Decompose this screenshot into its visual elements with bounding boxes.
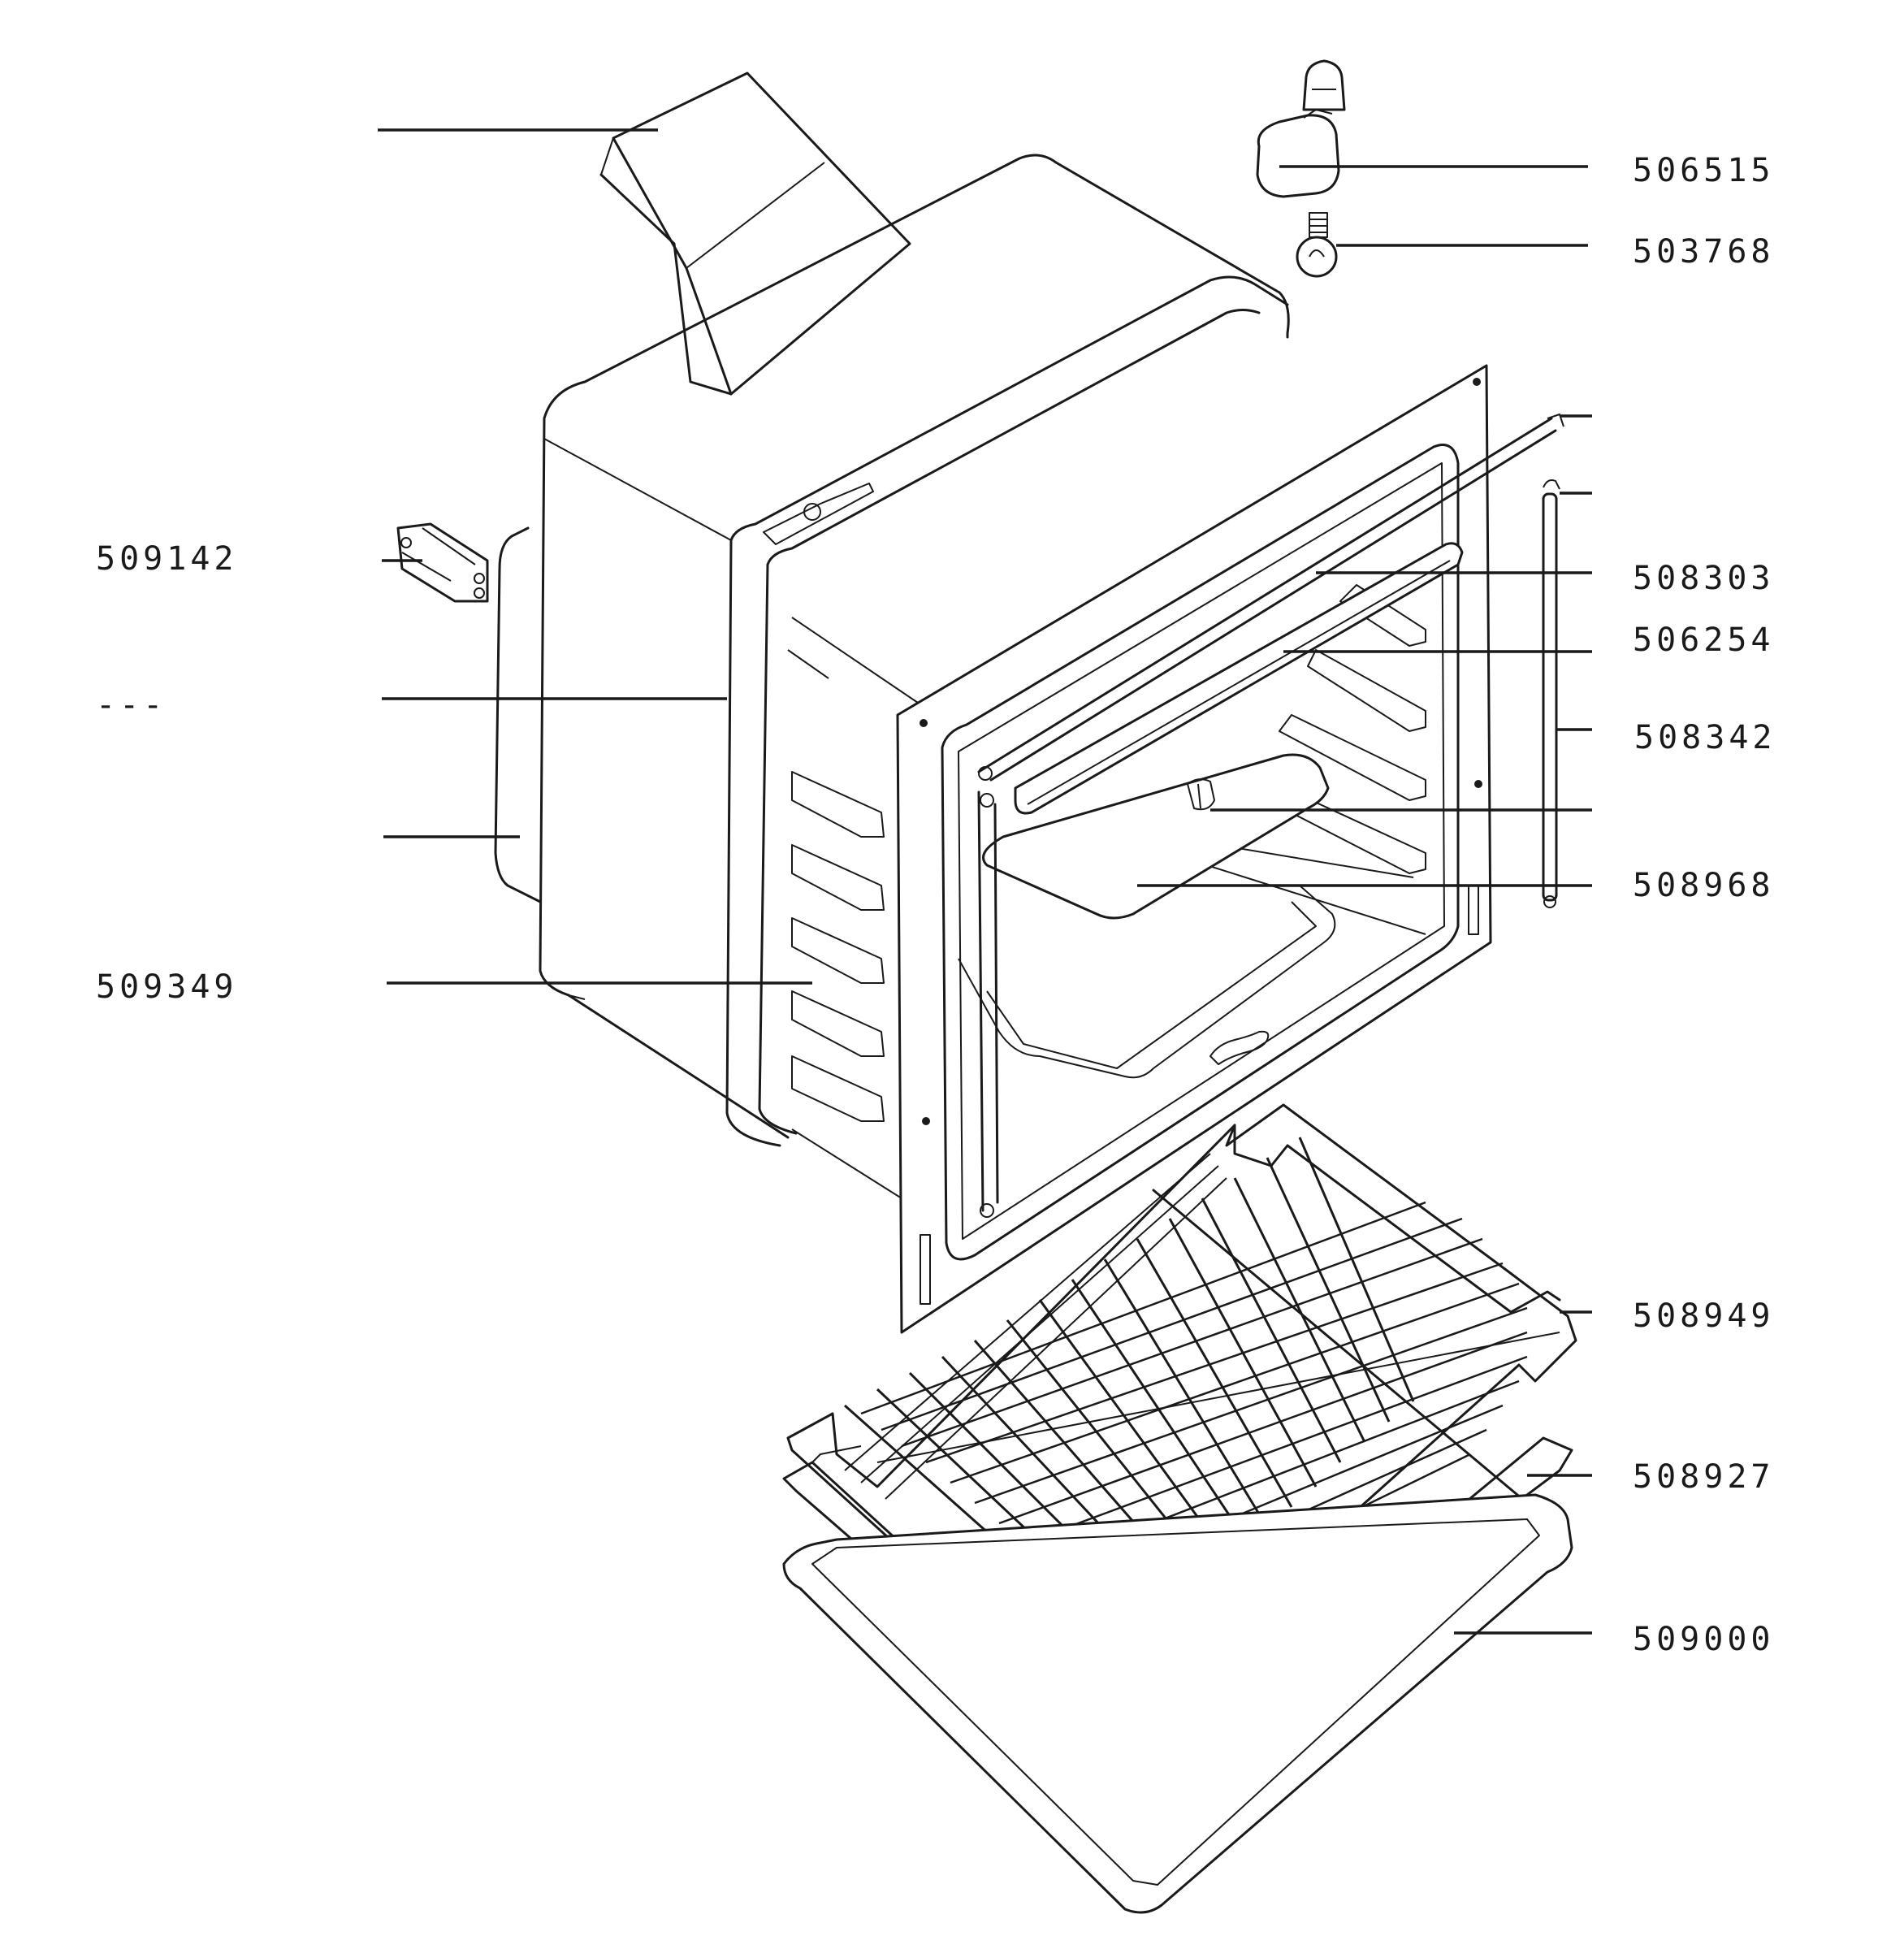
part-label-506254: 506254 bbox=[1633, 622, 1775, 659]
part-label-503768: 503768 bbox=[1633, 233, 1775, 271]
part-label-508968: 508968 bbox=[1633, 867, 1775, 904]
left-side-panel bbox=[494, 526, 542, 903]
part-label-509000: 509000 bbox=[1633, 1621, 1775, 1658]
part-label-508303: 508303 bbox=[1633, 560, 1775, 597]
side-shelf-runners bbox=[791, 771, 885, 1122]
drip-tray bbox=[782, 1493, 1573, 1914]
lamp-bulb bbox=[1296, 212, 1338, 278]
part-label-506515: 506515 bbox=[1633, 152, 1775, 189]
hinge-bracket bbox=[396, 522, 489, 603]
part-label-508949: 508949 bbox=[1633, 1297, 1775, 1335]
part-label-509349: 509349 bbox=[96, 968, 238, 1006]
side-heating-element bbox=[1542, 479, 1560, 908]
baffle-plate bbox=[982, 753, 1330, 920]
top-heating-element bbox=[977, 414, 1564, 782]
part-label-508927: 508927 bbox=[1633, 1458, 1775, 1496]
oven-cavity-body bbox=[539, 154, 1290, 1199]
part-label-508342: 508342 bbox=[1634, 719, 1776, 756]
part-label-dash: --- bbox=[96, 686, 167, 724]
grill-shield bbox=[1014, 542, 1464, 815]
top-vent-cover bbox=[599, 71, 911, 396]
left-cavity-element bbox=[977, 790, 999, 1218]
part-label-509142: 509142 bbox=[96, 540, 238, 578]
lamp-cover bbox=[1256, 59, 1346, 198]
oven-floor bbox=[958, 885, 1336, 1079]
leader-lines bbox=[378, 128, 1592, 1635]
